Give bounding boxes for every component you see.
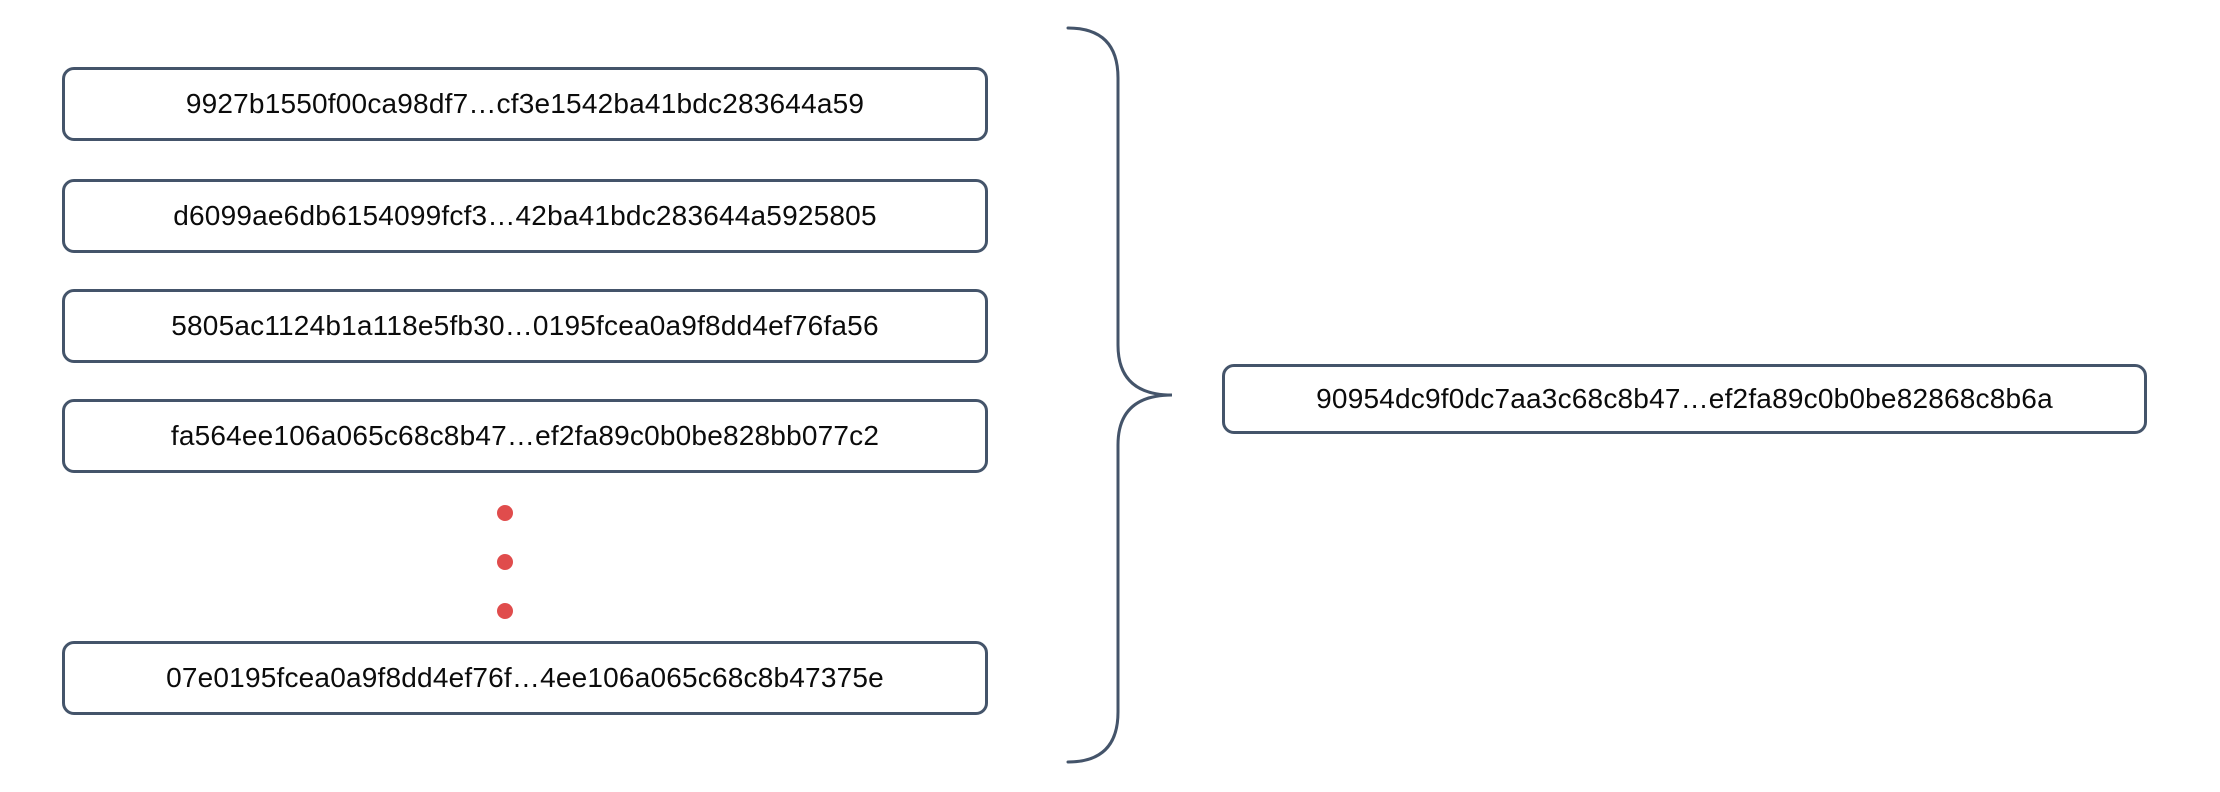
hash-box: 9927b1550f00ca98df7…cf3e1542ba41bdc28364… [62, 67, 988, 141]
hash-text: d6099ae6db6154099fcf3…42ba41bdc283644a59… [173, 200, 877, 231]
hash-text: 9927b1550f00ca98df7…cf3e1542ba41bdc28364… [185, 88, 865, 119]
hash-text: 90954dc9f0dc7aa3c68c8b47…ef2fa89c0b0be82… [1316, 383, 2053, 414]
hash-text: fa564ee106a065c68c8b47…ef2fa89c0b0be828b… [170, 420, 880, 451]
hash-text: 5805ac1124b1a118e5fb30…0195fcea0a9f8dd4e… [171, 310, 879, 341]
hash-text: 07e0195fcea0a9f8dd4ef76f…4ee106a065c68c8… [166, 662, 884, 693]
result-hash-box: 90954dc9f0dc7aa3c68c8b47…ef2fa89c0b0be82… [1222, 364, 2147, 434]
hash-box: d6099ae6db6154099fcf3…42ba41bdc283644a59… [62, 179, 988, 253]
hash-box: fa564ee106a065c68c8b47…ef2fa89c0b0be828b… [62, 399, 988, 473]
red-dot [497, 603, 513, 619]
ellipsis-dots [497, 505, 513, 619]
red-dot [497, 505, 513, 521]
right-curly-brace [1066, 26, 1173, 764]
hash-box: 5805ac1124b1a118e5fb30…0195fcea0a9f8dd4e… [62, 289, 988, 363]
red-dot [497, 554, 513, 570]
hash-box: 07e0195fcea0a9f8dd4ef76f…4ee106a065c68c8… [62, 641, 988, 715]
